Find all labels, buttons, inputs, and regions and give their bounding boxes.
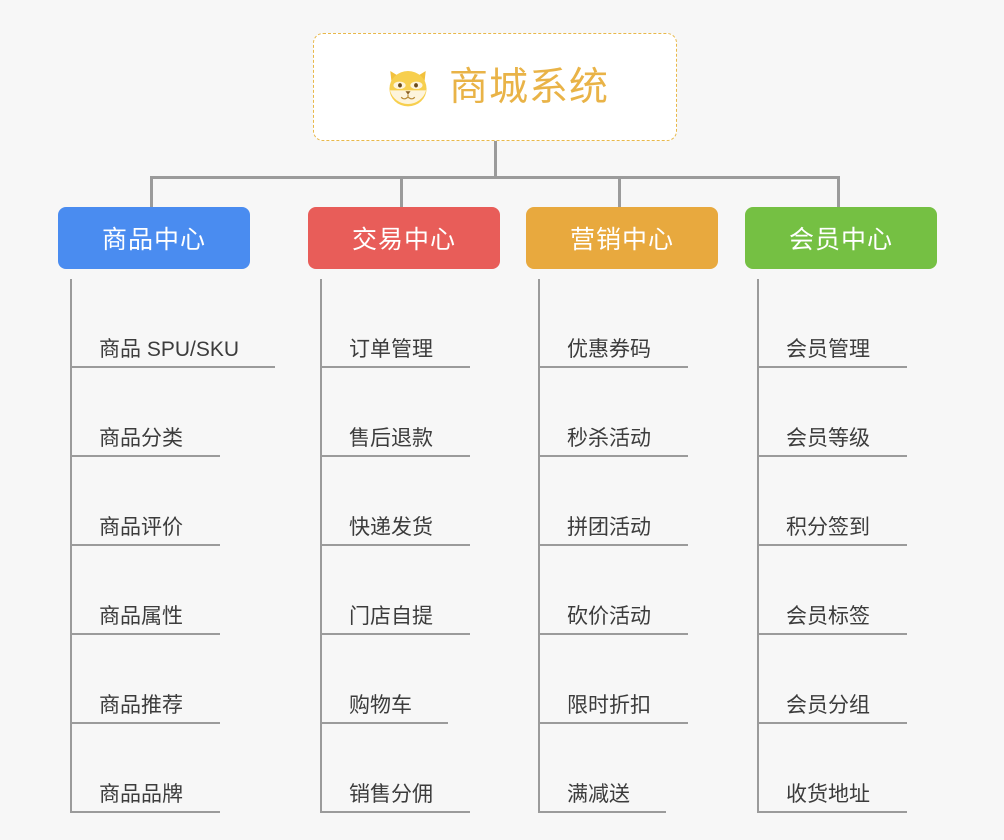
leaf-item[interactable]: 门店自提 <box>320 546 500 635</box>
category-header-1[interactable]: 商品中心 <box>58 207 250 269</box>
leaf-item[interactable]: 砍价活动 <box>538 546 718 635</box>
leaf-item[interactable]: 会员分组 <box>757 635 937 724</box>
branch-column-2: 交易中心 订单管理 售后退款 快递发货 门店自提 购物车 销售分佣 <box>308 207 500 813</box>
leaf-item[interactable]: 商品属性 <box>70 546 250 635</box>
shiba-dog-face-icon <box>381 60 435 114</box>
leaf-item[interactable]: 商品品牌 <box>70 724 250 813</box>
connector-drop-3 <box>618 176 621 207</box>
category-header-4[interactable]: 会员中心 <box>745 207 937 269</box>
connector-horizontal-bus <box>150 176 840 179</box>
leaf-label: 积分签到 <box>786 515 870 539</box>
leaf-item[interactable]: 商品推荐 <box>70 635 250 724</box>
leaf-label: 商品属性 <box>99 604 183 628</box>
leaf-label: 砍价活动 <box>567 604 651 628</box>
leaf-item[interactable]: 商品评价 <box>70 457 250 546</box>
leaf-list-1: 商品 SPU/SKU 商品分类 商品评价 商品属性 商品推荐 商品品牌 <box>58 279 275 813</box>
leaf-list-2: 订单管理 售后退款 快递发货 门店自提 购物车 销售分佣 <box>308 279 500 813</box>
leaf-label: 快递发货 <box>349 515 433 539</box>
leaf-item[interactable]: 快递发货 <box>320 457 500 546</box>
leaf-label: 商品推荐 <box>99 693 183 717</box>
leaf-label: 秒杀活动 <box>567 426 651 450</box>
leaf-label: 购物车 <box>349 693 412 717</box>
leaf-list-3: 优惠券码 秒杀活动 拼团活动 砍价活动 限时折扣 满减送 <box>526 279 718 813</box>
leaf-item[interactable]: 满减送 <box>538 724 718 813</box>
leaf-item[interactable]: 订单管理 <box>320 279 500 368</box>
leaf-label: 限时折扣 <box>567 693 651 717</box>
leaf-item[interactable]: 积分签到 <box>757 457 937 546</box>
leaf-list-4: 会员管理 会员等级 积分签到 会员标签 会员分组 收货地址 <box>745 279 937 813</box>
leaf-label: 商品评价 <box>99 515 183 539</box>
category-header-2-label: 交易中心 <box>351 226 456 254</box>
branch-column-3: 营销中心 优惠券码 秒杀活动 拼团活动 砍价活动 限时折扣 满减送 <box>526 207 718 813</box>
category-header-3[interactable]: 营销中心 <box>526 207 718 269</box>
leaf-label: 优惠券码 <box>567 337 651 361</box>
leaf-label: 商品 SPU/SKU <box>99 337 240 361</box>
root-node[interactable]: 商城系统 <box>313 33 677 141</box>
leaf-item[interactable]: 会员等级 <box>757 368 937 457</box>
branch-column-1: 商品中心 商品 SPU/SKU 商品分类 商品评价 商品属性 商品推荐 商品品牌 <box>58 207 275 813</box>
connector-drop-1 <box>150 176 153 207</box>
leaf-label: 商品分类 <box>99 426 183 450</box>
leaf-item[interactable]: 限时折扣 <box>538 635 718 724</box>
leaf-label: 销售分佣 <box>349 782 433 806</box>
connector-root-stem <box>494 141 497 178</box>
leaf-label: 拼团活动 <box>567 515 651 539</box>
branch-column-4: 会员中心 会员管理 会员等级 积分签到 会员标签 会员分组 收货地址 <box>745 207 937 813</box>
leaf-label: 订单管理 <box>349 337 433 361</box>
leaf-item[interactable]: 拼团活动 <box>538 457 718 546</box>
leaf-label: 会员管理 <box>786 337 870 361</box>
category-header-4-label: 会员中心 <box>788 226 893 254</box>
category-header-1-label: 商品中心 <box>101 226 206 254</box>
connector-drop-2 <box>400 176 403 207</box>
category-header-3-label: 营销中心 <box>569 226 674 254</box>
leaf-rail-3 <box>538 279 540 813</box>
leaf-label: 会员标签 <box>786 604 870 628</box>
leaf-item[interactable]: 收货地址 <box>757 724 937 813</box>
category-header-2[interactable]: 交易中心 <box>308 207 500 269</box>
root-title: 商城系统 <box>448 65 609 109</box>
leaf-rail-1 <box>70 279 72 813</box>
leaf-item[interactable]: 售后退款 <box>320 368 500 457</box>
leaf-item[interactable]: 销售分佣 <box>320 724 500 813</box>
leaf-label: 收货地址 <box>786 782 870 806</box>
leaf-rail-2 <box>320 279 322 813</box>
leaf-item[interactable]: 秒杀活动 <box>538 368 718 457</box>
leaf-item[interactable]: 商品 SPU/SKU <box>70 279 275 368</box>
leaf-item[interactable]: 购物车 <box>320 635 500 724</box>
leaf-rail-4 <box>757 279 759 813</box>
leaf-item[interactable]: 会员标签 <box>757 546 937 635</box>
leaf-item[interactable]: 优惠券码 <box>538 279 718 368</box>
leaf-label: 会员分组 <box>786 693 870 717</box>
leaf-item[interactable]: 会员管理 <box>757 279 937 368</box>
leaf-label: 商品品牌 <box>99 782 183 806</box>
connector-drop-4 <box>837 176 840 207</box>
leaf-label: 门店自提 <box>349 604 433 628</box>
leaf-label: 满减送 <box>567 782 630 806</box>
leaf-item[interactable]: 商品分类 <box>70 368 250 457</box>
leaf-label: 售后退款 <box>349 426 433 450</box>
leaf-label: 会员等级 <box>786 426 870 450</box>
